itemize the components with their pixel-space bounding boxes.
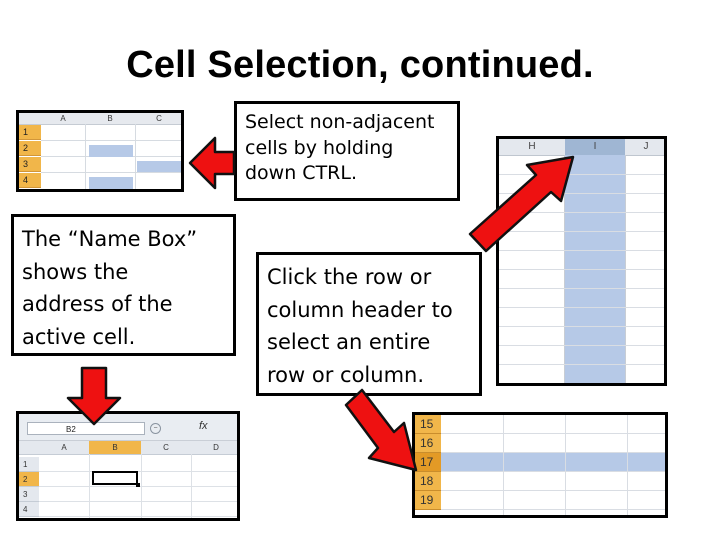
callout-line: row or column. (267, 362, 425, 387)
row-header-18: 18 (415, 472, 441, 491)
callout-line: column header to (267, 297, 453, 322)
callout-line: cells by holding (245, 136, 394, 159)
grid-row-line (499, 326, 664, 327)
selected-cell-b4 (89, 177, 133, 189)
row-header-2: 2 (19, 472, 39, 487)
callout-line: Select non-adjacent (245, 111, 435, 133)
column-header-c: C (135, 113, 181, 125)
name-box: B2 (27, 422, 145, 435)
callout-line: address of the (22, 292, 173, 317)
callout-name-box: The “Name Box” shows the address of the … (11, 214, 236, 356)
arrow-down-right-icon (344, 388, 418, 472)
column-header-j: J (625, 139, 664, 156)
selected-row-17 (441, 453, 665, 472)
column-header-i: I (565, 139, 625, 156)
grid-row-line (499, 345, 664, 346)
sheet-column-screenshot: H I J (496, 136, 667, 386)
grid-row-line (499, 212, 664, 213)
row-header-3: 3 (19, 487, 39, 502)
row-header-16: 16 (415, 434, 441, 453)
active-cell-b2 (92, 471, 138, 485)
fx-label: fx (199, 420, 208, 432)
grid-row-line (499, 383, 664, 384)
callout-line: down CTRL. (245, 162, 358, 185)
callout-row-column: Click the row or column header to select… (256, 252, 482, 396)
grid-row-line (499, 307, 664, 308)
column-header-b: B (89, 441, 141, 455)
callout-line: Click the row or (267, 265, 432, 289)
grid-row-line (499, 174, 664, 175)
row-header-3: 3 (19, 157, 41, 172)
sheet-non-adjacent-screenshot: A B C 1 2 3 4 (16, 110, 184, 192)
grid-row-line (499, 288, 664, 289)
column-header-b: B (85, 113, 135, 125)
callout-line: select an entire (267, 330, 431, 355)
row-header-1: 1 (19, 457, 39, 472)
column-header-h: H (499, 139, 565, 156)
sheet-name-box-screenshot: B2 − fx A B C D 1 2 3 4 (16, 411, 240, 521)
grid-row-line (499, 250, 664, 251)
slide-title: Cell Selection, continued. (126, 44, 594, 86)
row-header-15: 15 (415, 415, 441, 434)
row-header-1: 1 (19, 125, 41, 140)
column-header-a: A (39, 441, 89, 455)
callout-non-adjacent: Select non-adjacent cells by holding dow… (234, 101, 460, 201)
callout-line: shows the (22, 259, 129, 284)
callout-line: active cell. (22, 324, 136, 349)
row-header-4: 4 (19, 173, 41, 188)
sheet-row-screenshot: 15 16 17 18 19 (412, 412, 668, 518)
row-header-2: 2 (19, 141, 41, 156)
grid-row-line (499, 231, 664, 232)
column-header-a: A (41, 113, 85, 125)
cancel-circle-icon: − (150, 423, 161, 434)
grid-row-line (499, 364, 664, 365)
column-header-d: D (191, 441, 237, 455)
fill-handle (136, 483, 140, 487)
arrow-left-icon (188, 136, 236, 190)
grid-row-line (499, 193, 664, 194)
row-header-17: 17 (415, 453, 441, 472)
callout-line: The “Name Box” (22, 227, 198, 251)
grid-row-line (499, 269, 664, 270)
selected-cell-b2 (89, 145, 133, 157)
selected-cell-c3 (137, 161, 181, 172)
column-header-c: C (141, 441, 191, 455)
row-header-19: 19 (415, 491, 441, 510)
row-header-4: 4 (19, 502, 39, 517)
